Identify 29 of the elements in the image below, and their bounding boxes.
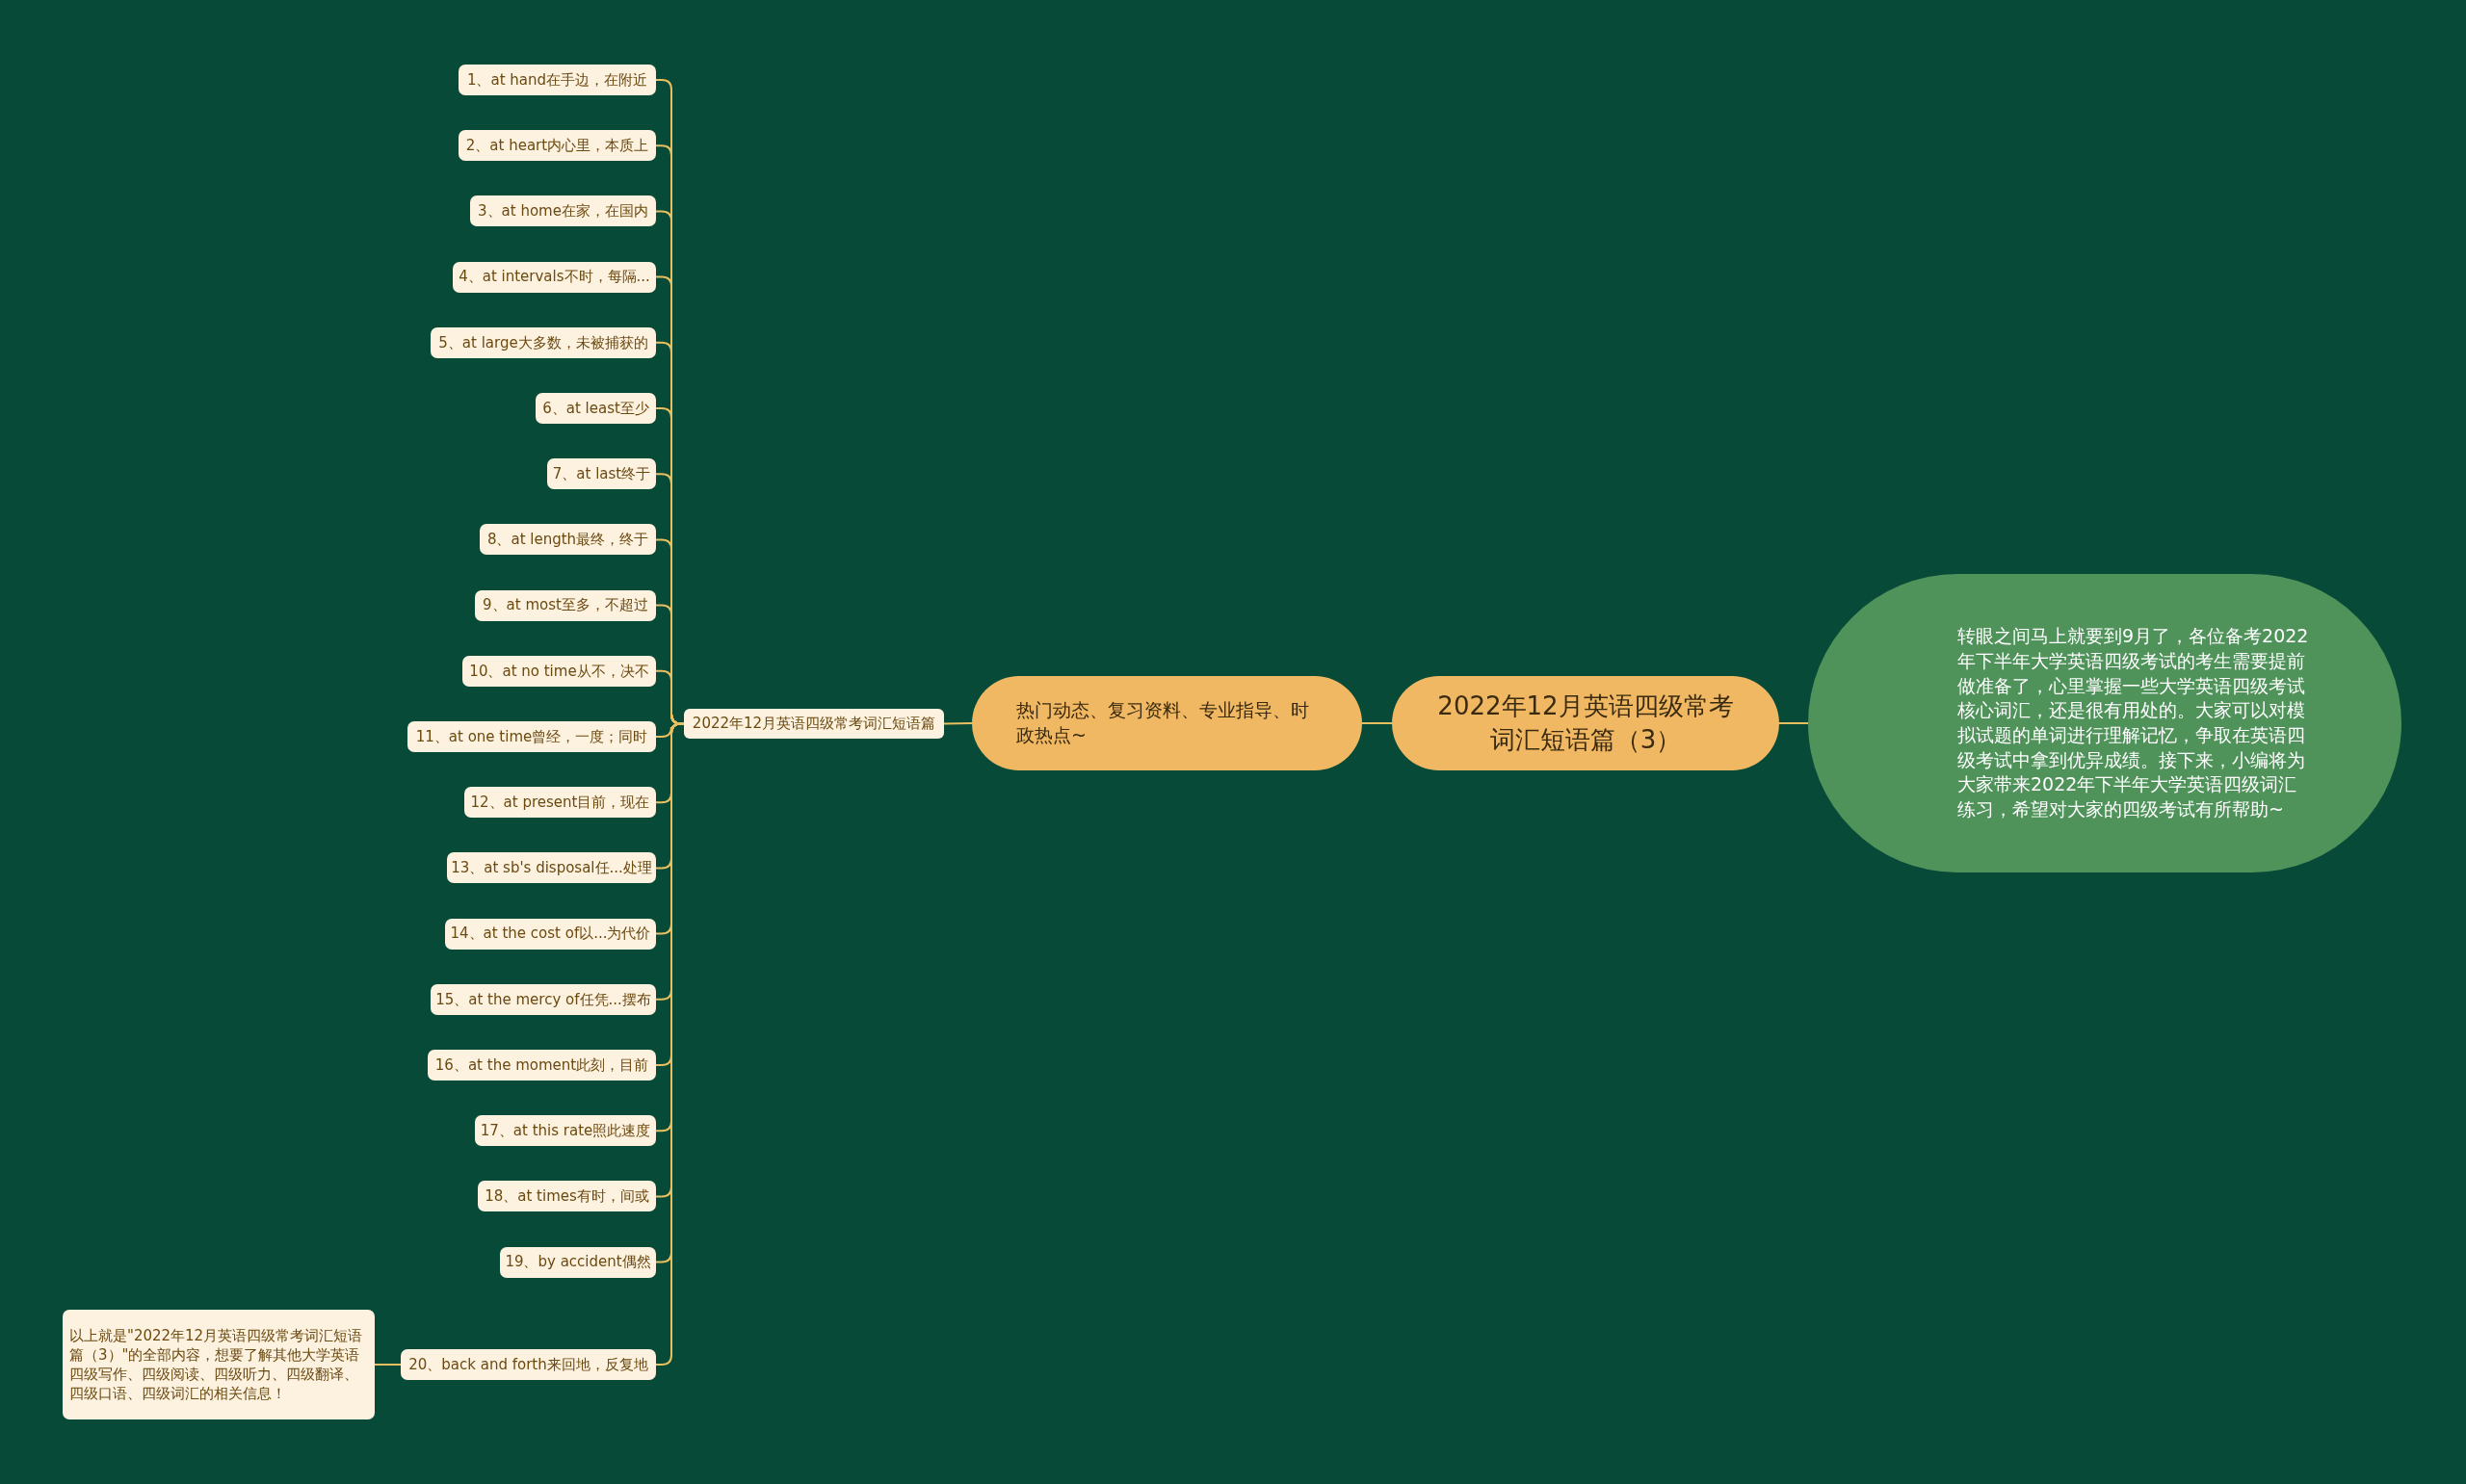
phrase-box: 12、at present目前，现在 xyxy=(464,787,656,819)
phrase-box: 13、at sb's disposal任...处理 xyxy=(447,852,656,884)
phrase-box: 3、at home在家，在国内 xyxy=(470,195,656,227)
phrase-box: 6、at least至少 xyxy=(536,393,656,424)
intro-box: 转眼之间马上就要到9月了，各位备考2022年下半年大学英语四级考试的考生需要提前做准备了，心里掌握一些大学英语四级考试核心词汇，还是很有用处的。大家可以对模拟试题的单词进行理解记忆，争取在英语四级考试中拿到优异成绩。接下来，小编将为大家带来2022年下半年大学英语四级词汇练习，希望对大家的四级考试有所帮助~ xyxy=(1808,574,2401,872)
connector-line xyxy=(943,722,973,725)
topic-box: 2022年12月英语四级常考词汇短语篇（3） xyxy=(1392,676,1779,770)
phrase-box: 18、at times有时，间或 xyxy=(478,1181,656,1212)
subtopic-box: 热门动态、复习资料、专业指导、时政热点~ xyxy=(972,676,1362,770)
phrase-box: 8、at length最终，终于 xyxy=(480,524,656,556)
branch-box: 2022年12月英语四级常考词汇短语篇 xyxy=(684,709,944,739)
phrase-box: 1、at hand在手边，在附近 xyxy=(459,65,656,95)
phrase-box: 7、at last终于 xyxy=(547,458,656,490)
phrase-box: 4、at intervals不时，每隔... xyxy=(453,261,656,293)
connector-line xyxy=(1778,722,1809,724)
connector-line xyxy=(1361,722,1393,724)
phrase-box: 11、at one time曾经，一度；同时 xyxy=(407,721,656,752)
phrase-box: 16、at the moment此刻，目前 xyxy=(428,1050,656,1080)
phrase-box: 9、at most至多，不超过 xyxy=(475,589,656,621)
phrase-box: 17、at this rate照此速度 xyxy=(475,1115,656,1147)
phrase-box: 10、at no time从不，决不 xyxy=(462,655,656,687)
note-box: 以上就是"2022年12月英语四级常考词汇短语篇（3）"的全部内容，想要了解其他大学英语四级写作、四级阅读、四级听力、四级翻译、四级口语、四级词汇的相关信息！ xyxy=(63,1310,375,1419)
connector-line xyxy=(374,1364,402,1366)
phrase-box: 2、at heart内心里，本质上 xyxy=(459,130,656,162)
phrase-box: 19、by accident偶然 xyxy=(500,1246,656,1278)
phrase-box: 5、at large大多数，未被捕获的 xyxy=(431,326,656,358)
phrase-box: 14、at the cost of以...为代价 xyxy=(445,918,656,950)
phrase-box: 15、at the mercy of任凭...摆布 xyxy=(431,983,656,1015)
phrase-box: 20、back and forth来回地，反复地 xyxy=(401,1349,656,1380)
